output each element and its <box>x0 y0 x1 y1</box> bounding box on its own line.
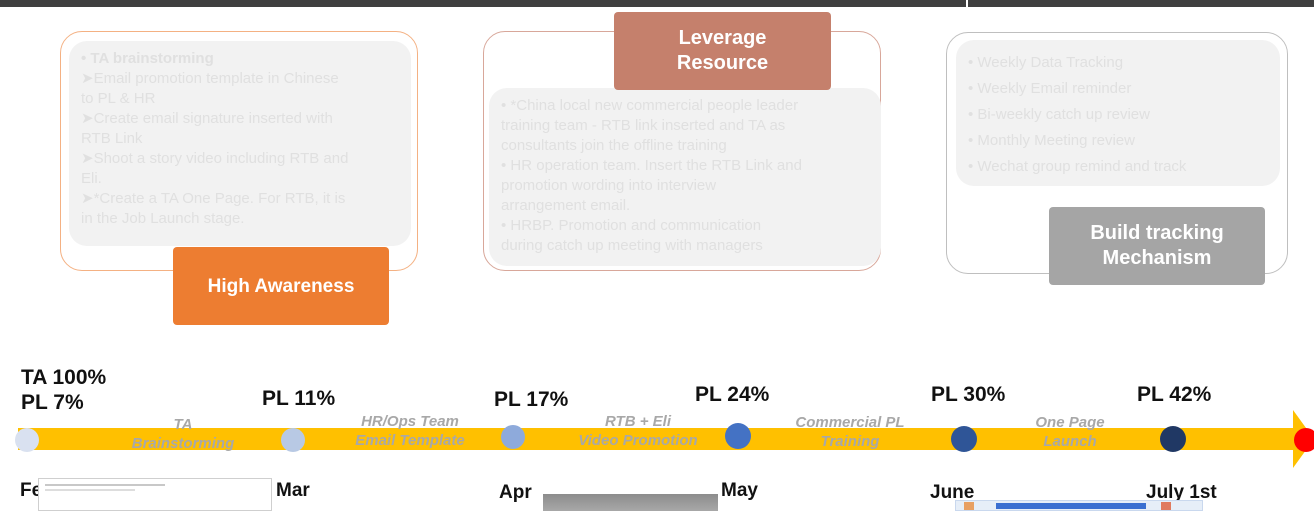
milestone-dot-july <box>1160 426 1186 452</box>
milestone-dot-june <box>951 426 977 452</box>
phase-label: One Page Launch <box>1000 413 1140 451</box>
month-label-mar: Mar <box>276 480 310 501</box>
awareness-item: ➤Create email signature inserted with <box>81 110 333 127</box>
awareness-label: High Awareness <box>173 247 389 325</box>
video-thumbnail <box>543 494 718 511</box>
awareness-item: ➤Shoot a story video including RTB and <box>81 150 349 167</box>
tracking-label-line1: Build tracking <box>1090 222 1224 244</box>
phase-label: RTB + Eli Video Promotion <box>553 412 723 450</box>
milestone-pct-mar: PL 11% <box>262 387 336 410</box>
timeline-end-dot <box>1294 428 1314 452</box>
resource-card-content: • *China local new commercial people lea… <box>489 88 881 266</box>
phase-line: Training <box>820 433 880 450</box>
tracking-item: • Weekly Email reminder <box>968 80 1132 97</box>
phase-line: Video Promotion <box>578 432 698 449</box>
month-label-july: July 1st <box>1146 482 1217 503</box>
milestone-pct-july: PL 42% <box>1137 383 1212 406</box>
milestone-pct-line: TA 100% <box>21 366 107 389</box>
awareness-item: Eli. <box>81 170 102 187</box>
phase-line: Email Template <box>355 432 465 449</box>
phase-line: Commercial PL <box>795 414 905 431</box>
milestone-pct-apr: PL 17% <box>494 388 569 411</box>
tracking-card-content: • Weekly Data Tracking • Weekly Email re… <box>956 40 1280 186</box>
awareness-label-text: High Awareness <box>207 275 355 297</box>
month-label-apr: Apr <box>499 482 532 503</box>
resource-item: • *China local new commercial people lea… <box>501 97 799 114</box>
resource-item: during catch up meeting with managers <box>501 237 763 254</box>
resource-item: arrangement email. <box>501 197 631 214</box>
awareness-item: ➤*Create a TA One Page. For RTB, it is <box>81 190 346 207</box>
phase-label: Commercial PL Training <box>770 413 930 451</box>
resource-item: consultants join the offline training <box>501 137 727 154</box>
milestone-dot-may <box>725 423 751 449</box>
resource-label-line2: Resource <box>676 52 769 74</box>
phase-label: HR/Ops Team Email Template <box>320 412 500 450</box>
milestone-dot-mar <box>281 428 305 452</box>
awareness-item: to PL & HR <box>81 90 156 107</box>
awareness-item: RTB Link <box>81 130 143 147</box>
resource-label-line1: Leverage <box>678 27 767 49</box>
month-label-may: May <box>721 480 758 501</box>
awareness-card-content: • TA brainstorming ➤Email promotion temp… <box>69 41 411 246</box>
phase-line: HR/Ops Team <box>361 413 459 430</box>
resource-label: Leverage Resource <box>614 12 831 90</box>
phase-label: TA Brainstorming <box>98 415 268 453</box>
tracking-label: Build tracking Mechanism <box>1049 207 1265 285</box>
top-banner <box>0 0 1314 7</box>
awareness-heading: • TA brainstorming <box>81 50 214 67</box>
tracking-item: • Wechat group remind and track <box>968 158 1187 175</box>
phase-line: TA <box>173 416 193 433</box>
month-label-june: June <box>930 482 975 503</box>
resource-item: training team - RTB link inserted and TA… <box>501 117 786 134</box>
phase-line: Brainstorming <box>131 435 235 452</box>
top-banner-divider <box>966 0 968 7</box>
resource-item: • HR operation team. Insert the RTB Link… <box>501 157 802 174</box>
timeline-arrow-shape <box>18 410 1314 468</box>
tracking-item: • Weekly Data Tracking <box>968 54 1124 71</box>
awareness-item: in the Job Launch stage. <box>81 210 245 227</box>
milestone-dot-feb <box>15 428 39 452</box>
tracking-item: • Bi-weekly catch up review <box>968 106 1150 123</box>
phase-line: Launch <box>1043 433 1097 450</box>
resource-item: promotion wording into interview <box>501 177 717 194</box>
milestone-pct-feb: TA 100% PL 7% <box>21 365 106 415</box>
milestone-pct-may: PL 24% <box>695 383 770 406</box>
document-thumbnail <box>38 478 272 511</box>
milestone-pct-june: PL 30% <box>931 383 1006 406</box>
tracking-item: • Monthly Meeting review <box>968 132 1135 149</box>
resource-item: • HRBP. Promotion and communication <box>501 217 762 234</box>
timeline-arrow <box>15 410 1314 468</box>
tracking-label-line2: Mechanism <box>1102 247 1212 269</box>
milestone-pct-line: PL 7% <box>21 391 84 414</box>
awareness-item: ➤Email promotion template in Chinese <box>81 70 339 87</box>
phase-line: RTB + Eli <box>605 413 671 430</box>
phase-line: One Page <box>1035 414 1105 431</box>
milestone-dot-apr <box>501 425 525 449</box>
one-page-thumbnail <box>955 500 1203 511</box>
